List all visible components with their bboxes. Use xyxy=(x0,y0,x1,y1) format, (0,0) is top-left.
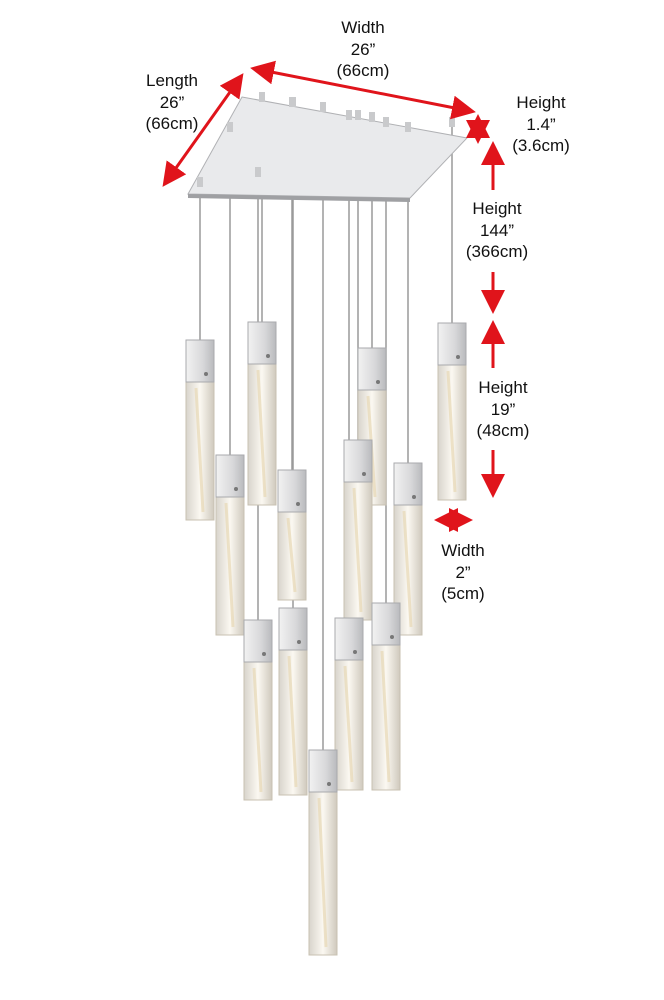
width-metric: (66cm) xyxy=(336,61,390,80)
wire-gripper xyxy=(197,177,203,187)
canopy-height-label: Height 1.4” (3.6cm) xyxy=(512,92,570,157)
pendant-height-metric: (48cm) xyxy=(476,421,530,440)
chrome-cap xyxy=(243,619,273,663)
length-label: Length 26” (66cm) xyxy=(146,70,199,135)
max-height-label: Height 144” (366cm) xyxy=(466,198,528,263)
pendant-height-label: Height 19” (48cm) xyxy=(477,377,530,442)
pendant-12 xyxy=(371,602,401,791)
cap-screw xyxy=(362,472,366,476)
width-arrow xyxy=(250,60,476,120)
cap-screw xyxy=(376,380,380,384)
pendant-6 xyxy=(437,322,467,501)
crystal-light xyxy=(446,370,457,493)
cap-screw xyxy=(297,640,301,644)
chrome-cap xyxy=(343,439,373,483)
length-metric: (66cm) xyxy=(145,114,199,133)
chrome-cap xyxy=(393,462,423,506)
width-imperial: 26” xyxy=(350,39,376,59)
canopy xyxy=(187,96,468,199)
canopy-height-imperial: 1.4” xyxy=(526,114,556,134)
crystal-light xyxy=(252,667,263,793)
wire-gripper xyxy=(369,112,375,122)
chrome-cap xyxy=(185,339,215,383)
width-label: Width 26” (66cm) xyxy=(337,17,390,82)
cap-screw xyxy=(266,354,270,358)
cap-screw xyxy=(456,355,460,359)
canopy-height-metric: (3.6cm) xyxy=(512,136,570,155)
pendant-7 xyxy=(343,439,373,621)
pendant-9 xyxy=(243,619,273,801)
pendant-height-imperial: 19” xyxy=(490,399,516,419)
wire-gripper xyxy=(346,110,352,120)
crystal-light xyxy=(194,387,205,513)
cap-screw xyxy=(204,372,208,376)
pendant-height-title: Height xyxy=(478,378,528,397)
pendant-3 xyxy=(215,454,245,636)
pendant-4 xyxy=(277,469,307,601)
crystal-light xyxy=(352,487,363,613)
pendant-width-label: Width 2” (5cm) xyxy=(441,540,484,605)
canopy-edge xyxy=(188,194,410,202)
pendant-11 xyxy=(334,617,364,791)
chrome-cap xyxy=(371,602,401,646)
width-title: Width xyxy=(341,18,385,37)
crystal-light xyxy=(380,650,391,783)
length-arrow xyxy=(162,73,244,187)
pendant-width-title: Width xyxy=(441,541,485,560)
crystal-light xyxy=(343,665,354,783)
pendants xyxy=(185,92,467,956)
chrome-cap xyxy=(357,347,387,391)
wire-gripper xyxy=(383,117,389,127)
pendant-1 xyxy=(185,339,215,521)
cap-screw xyxy=(234,487,238,491)
max-height-metric: (366cm) xyxy=(465,242,529,261)
cap-screw xyxy=(353,650,357,654)
chrome-cap xyxy=(334,617,364,661)
chrome-cap xyxy=(247,321,277,365)
pendant-2 xyxy=(247,321,277,506)
max-height-imperial: 144” xyxy=(479,220,515,240)
chrome-cap xyxy=(277,469,307,513)
pendant-13 xyxy=(308,749,338,956)
wire-gripper xyxy=(290,97,296,107)
crystal-light xyxy=(402,510,413,628)
crystal-light xyxy=(286,517,297,593)
wire-gripper xyxy=(255,167,261,177)
cap-screw xyxy=(327,782,331,786)
wire-gripper xyxy=(449,117,455,127)
crystal-light xyxy=(317,797,328,948)
cap-screw xyxy=(262,652,266,656)
crystal-light xyxy=(256,369,267,498)
crystal-light xyxy=(287,655,298,788)
pendant-width-imperial: 2” xyxy=(455,562,471,582)
pendant-width-metric: (5cm) xyxy=(441,584,485,603)
max-height-title: Height xyxy=(472,199,522,218)
crystal-light xyxy=(224,502,235,628)
chrome-cap xyxy=(278,607,308,651)
wire-gripper xyxy=(259,92,265,102)
pendant-10 xyxy=(278,607,308,796)
length-title: Length xyxy=(146,71,198,90)
wire-gripper xyxy=(320,102,326,112)
cap-screw xyxy=(412,495,416,499)
cap-screw xyxy=(296,502,300,506)
wire-gripper xyxy=(227,122,233,132)
chrome-cap xyxy=(437,322,467,366)
canopy-height-title: Height xyxy=(516,93,566,112)
wire-gripper xyxy=(355,110,361,120)
length-imperial: 26” xyxy=(159,92,185,112)
wire-gripper xyxy=(405,122,411,132)
chrome-cap xyxy=(308,749,338,793)
cap-screw xyxy=(390,635,394,639)
chrome-cap xyxy=(215,454,245,498)
dimension-arrows xyxy=(162,60,505,532)
